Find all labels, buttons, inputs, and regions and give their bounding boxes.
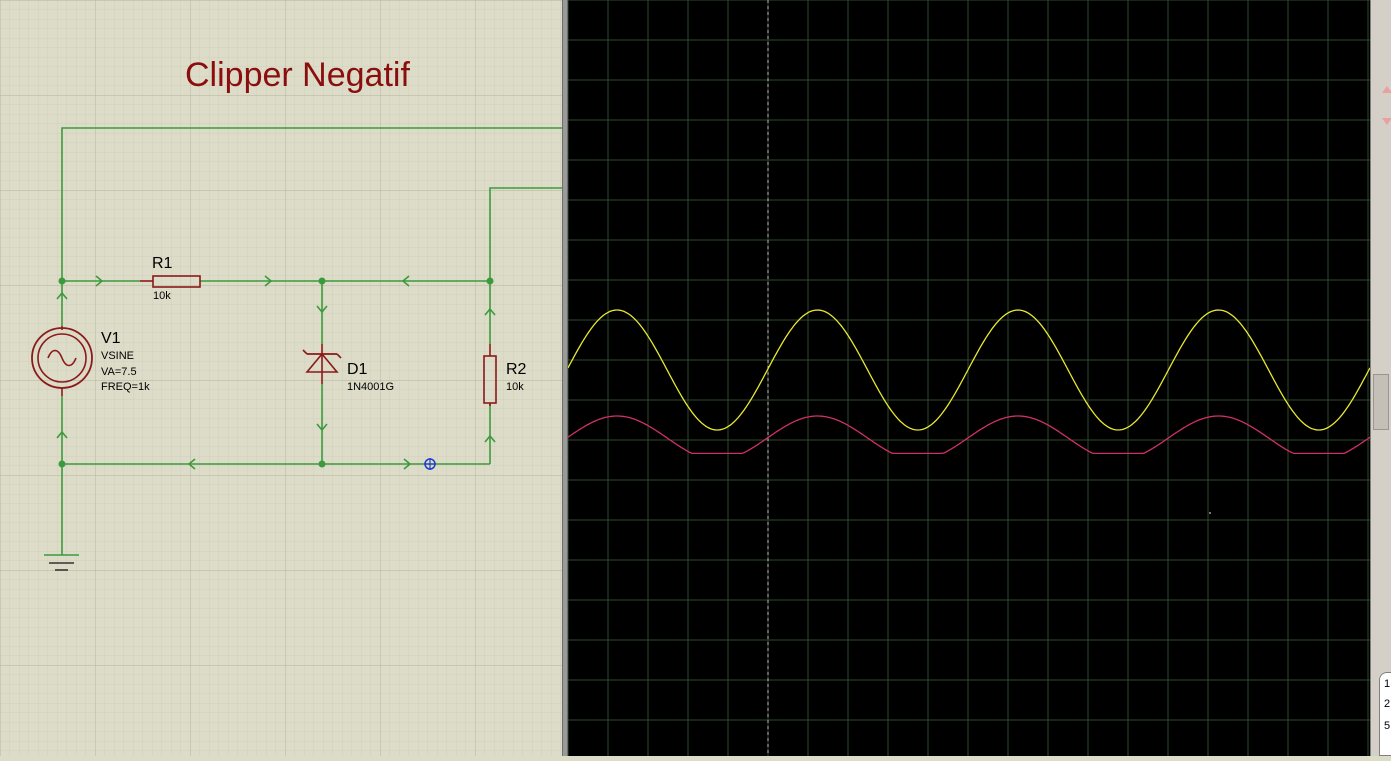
- v1-ref-label: V1: [101, 330, 121, 347]
- sine-wave-icon: [47, 349, 77, 367]
- r1-ref-label: R1: [152, 255, 173, 272]
- voltage-source-v1[interactable]: V1 VSINE VA=7.5 FREQ=1k: [31, 326, 150, 396]
- r1-value-label: 10k: [153, 290, 171, 302]
- r2-value-label: 10k: [506, 381, 524, 393]
- scope-dot: [1209, 512, 1211, 514]
- scroll-down-icon[interactable]: [1382, 118, 1391, 125]
- panel-number-1: 1: [1384, 678, 1391, 690]
- wire-second-probe: [489, 187, 563, 281]
- right-toolbar: 1 2 5: [1370, 0, 1391, 756]
- diode-symbol-icon: [305, 352, 339, 373]
- d1-ref-label: D1: [347, 361, 368, 378]
- diode-d1[interactable]: D1 1N4001G: [302, 344, 394, 393]
- resistor-r2[interactable]: R2 10k: [483, 344, 527, 406]
- oscilloscope-display[interactable]: [568, 0, 1370, 756]
- trace-channel-b: [568, 415, 1370, 455]
- toolbar-slider[interactable]: [1373, 374, 1389, 430]
- trace-channel-a: [568, 309, 1370, 431]
- page-title: Clipper Negatif: [185, 56, 410, 94]
- v1-amplitude-label: VA=7.5: [101, 366, 137, 378]
- grid-background: [0, 0, 565, 756]
- v1-type-label: VSINE: [101, 350, 134, 362]
- schematic-canvas[interactable]: Clipper Negatif R1: [0, 0, 565, 756]
- panel-number-3: 5: [1384, 720, 1391, 732]
- d1-part-label: 1N4001G: [347, 381, 394, 393]
- current-arrows: [56, 275, 496, 470]
- voltage-probe-icon[interactable]: [424, 458, 436, 470]
- ground-icon: [44, 554, 79, 571]
- v1-frequency-label: FREQ=1k: [101, 381, 150, 393]
- resistor-r1[interactable]: R1 10k: [140, 255, 201, 302]
- wire-top-probe: [61, 127, 563, 326]
- r2-ref-label: R2: [506, 361, 527, 378]
- scroll-up-icon[interactable]: [1382, 86, 1391, 93]
- wires: [61, 127, 563, 555]
- junctions: [58, 277, 494, 468]
- panel-number-2: 2: [1384, 698, 1391, 710]
